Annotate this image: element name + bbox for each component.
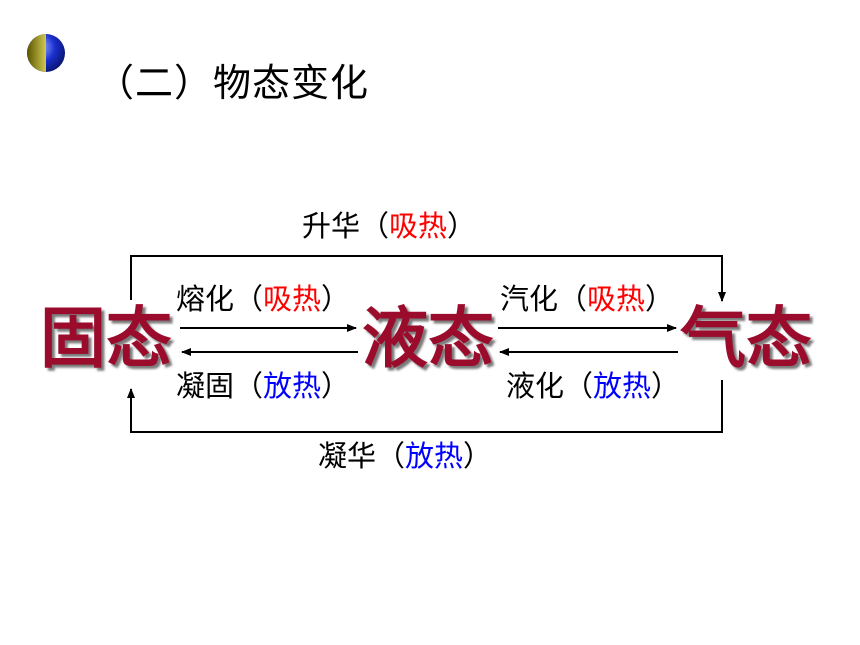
paren-open: （ (360, 209, 390, 243)
page-title: （二）物态变化 (96, 61, 370, 105)
freezing-heat: 放热 (263, 369, 322, 403)
paren-open: （ (564, 369, 594, 403)
state-liquid: 液态 (362, 300, 494, 377)
freezing-name: 凝固 (176, 369, 235, 403)
paren-close: ） (463, 439, 493, 473)
melting-label: 熔化（吸热） (176, 285, 350, 314)
paren-open: （ (234, 369, 264, 403)
paren-close: ） (645, 282, 675, 316)
liquefaction-name: 液化 (506, 369, 565, 403)
sublimation-name: 升华 (302, 209, 361, 243)
freezing-label: 凝固（放热） (176, 372, 350, 401)
vaporization-label: 汽化（吸热） (500, 285, 674, 314)
paren-close: ） (651, 369, 681, 403)
liquefaction-label: 液化（放热） (506, 372, 680, 401)
sphere-bullet-icon (27, 34, 65, 72)
state-gas: 气态 (680, 300, 812, 377)
liquefaction-heat: 放热 (593, 369, 652, 403)
melting-name: 熔化 (176, 282, 235, 316)
sublimation-label: 升华（吸热） (302, 212, 476, 241)
vaporization-name: 汽化 (500, 282, 559, 316)
deposition-label: 凝华（放热） (318, 442, 492, 471)
paren-open: （ (558, 282, 588, 316)
paren-open: （ (234, 282, 264, 316)
paren-open: （ (376, 439, 406, 473)
paren-close: ） (447, 209, 477, 243)
deposition-arrow (127, 380, 723, 433)
melting-heat: 吸热 (263, 282, 322, 316)
paren-close: ） (321, 282, 351, 316)
paren-close: ） (321, 369, 351, 403)
deposition-heat: 放热 (405, 439, 464, 473)
deposition-name: 凝华 (318, 439, 377, 473)
state-solid: 固态 (40, 300, 172, 377)
vaporization-heat: 吸热 (587, 282, 646, 316)
sublimation-heat: 吸热 (389, 209, 448, 243)
sublimation-arrow (130, 255, 726, 302)
